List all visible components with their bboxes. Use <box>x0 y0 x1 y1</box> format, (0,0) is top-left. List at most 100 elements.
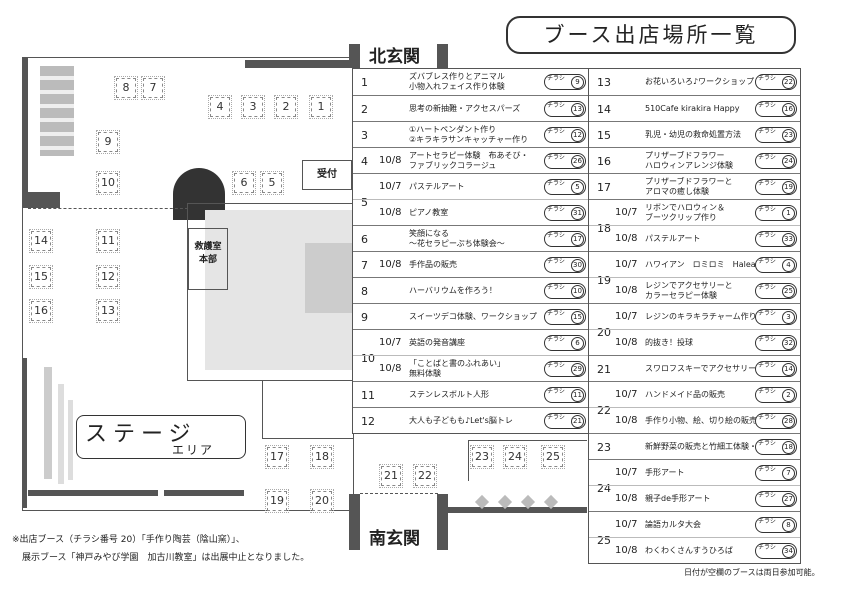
flyer-number: 13 <box>571 103 584 116</box>
booth-marker[interactable]: 23 <box>470 445 494 469</box>
booth-number: 8 <box>361 284 368 298</box>
booth-marker[interactable]: 1 <box>309 95 333 119</box>
booth-marker[interactable]: 22 <box>413 464 437 488</box>
booth-marker[interactable]: 13 <box>96 299 120 323</box>
note-line-2: 展示ブース「神戸みやび学園 加古川教室」は出展中止となりました。 <box>22 553 310 563</box>
booth-marker[interactable]: 4 <box>208 95 232 119</box>
booth-marker[interactable]: 25 <box>541 445 565 469</box>
booth-marker[interactable]: 11 <box>96 229 120 253</box>
flyer-number: 12 <box>571 129 584 142</box>
booth-marker[interactable]: 6 <box>232 171 256 195</box>
flyer-number: 4 <box>782 259 795 272</box>
booth-activity: 乳児・幼児の救命処置方法 <box>645 130 741 139</box>
flyer-number: 21 <box>571 415 584 428</box>
booth-activity: パステルアート <box>409 182 465 191</box>
booth-marker[interactable]: 8 <box>114 76 138 100</box>
booth-marker[interactable]: 15 <box>29 265 53 289</box>
booth-marker[interactable]: 2 <box>274 95 298 119</box>
booth-activity: 論語カルタ大会 <box>645 520 701 529</box>
wall <box>164 490 244 496</box>
booth-number: 11 <box>361 388 375 402</box>
booth-activity: ズバブレス作りとアニマル 小物入れフェイス作り体験 <box>409 72 505 91</box>
north-gate-label: 北玄関 <box>365 42 424 67</box>
booth-marker[interactable]: 9 <box>96 130 120 154</box>
booth-marker[interactable]: 21 <box>379 464 403 488</box>
flyer-number: 31 <box>571 207 584 220</box>
booth-number: 1 <box>361 75 368 89</box>
booth-marker[interactable]: 17 <box>265 445 289 469</box>
divider-dashed <box>360 493 438 494</box>
booth-activity: ハワイアン ロミロミ Haleakala <box>645 260 773 269</box>
flyer-number: 27 <box>782 493 795 506</box>
booth-marker[interactable]: 3 <box>241 95 265 119</box>
booth-marker[interactable]: 19 <box>265 489 289 513</box>
booth-activity: ①ハートペンダント作り ②キラキラサンキャッチャー作り <box>409 125 529 144</box>
booth-activity: 親子de手形アート <box>645 494 711 503</box>
flyer-number: 7 <box>782 467 795 480</box>
booth-date: 10/8 <box>615 414 638 426</box>
booth-date: 10/7 <box>615 258 638 270</box>
booth-date: 10/7 <box>615 310 638 322</box>
booth-marker[interactable]: 10 <box>96 171 120 195</box>
booth-marker[interactable]: 5 <box>260 171 284 195</box>
hall-block <box>305 243 352 313</box>
booth-marker[interactable]: 7 <box>141 76 165 100</box>
booth-number: 6 <box>361 232 368 246</box>
booth-marker[interactable]: 24 <box>503 445 527 469</box>
booth-marker[interactable]: 14 <box>29 229 53 253</box>
booth-number: 15 <box>597 128 611 142</box>
booth-marker[interactable]: 20 <box>310 489 334 513</box>
booth-marker[interactable]: 16 <box>29 299 53 323</box>
note-line-1: ※出店ブース（チラシ番号 20）「手作り陶芸（陰山窯）」、 <box>12 535 245 545</box>
booth-marker[interactable]: 18 <box>310 445 334 469</box>
wall <box>22 192 60 208</box>
booth-activity: スワロフスキーでアクセサリー作り <box>645 364 773 373</box>
booth-marker[interactable]: 12 <box>96 265 120 289</box>
booth-number: 12 <box>361 414 375 428</box>
